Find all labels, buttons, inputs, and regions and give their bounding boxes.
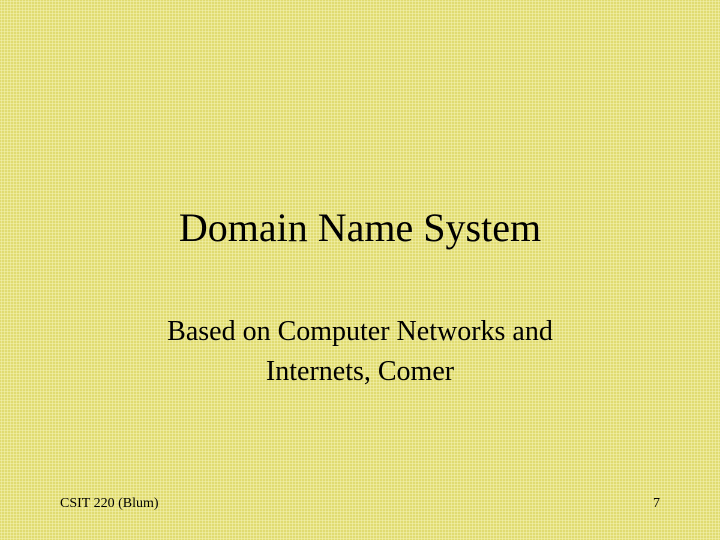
footer-course-label: CSIT 220 (Blum) xyxy=(60,496,159,511)
slide-subtitle: Based on Computer Networks and Internets… xyxy=(110,312,610,392)
page-number: 7 xyxy=(653,496,660,511)
subtitle-line-1: Based on Computer Networks and xyxy=(167,316,553,347)
subtitle-line-2: Internets, Comer xyxy=(265,356,455,387)
slide-title: Domain Name System xyxy=(178,205,542,250)
